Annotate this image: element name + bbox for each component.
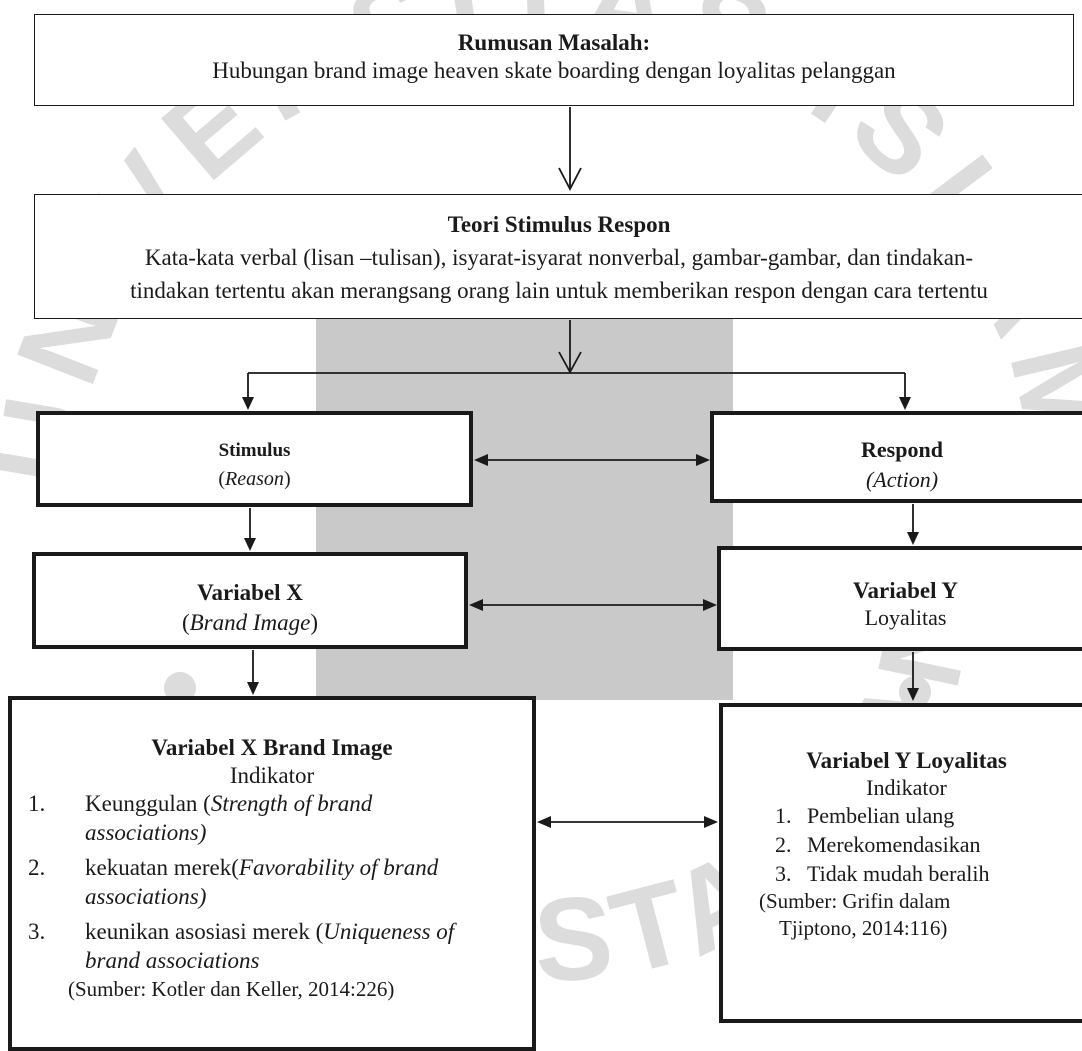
arrowhead-y (907, 532, 919, 545)
respond-title: Respond (861, 437, 943, 462)
arrowhead-detail-left (537, 816, 551, 828)
variabel-x-subtitle: (Brand Image) (181, 610, 319, 635)
variabel-y-title: Variabel Y (853, 578, 958, 603)
variabel-y-detail-box: Variabel Y Loyalitas Indikator 1. Pembel… (719, 703, 1082, 1023)
arrowhead-respond (899, 397, 911, 410)
x-indicator-3: 3. keunikan asosiasi merek (Uniqueness o… (28, 919, 455, 973)
y-indicator-3: 3. Tidak mudah beralih (775, 861, 990, 886)
arrowhead-stimulus (242, 397, 254, 410)
theory-line-1: Kata-kata verbal (lisan –tulisan), isyar… (144, 245, 974, 270)
respond-box: Respond (Action) (710, 411, 1082, 503)
variabel-x-box: Variabel X (Brand Image) (32, 552, 468, 649)
problem-box: Rumusan Masalah: Hubungan brand image he… (34, 14, 1074, 106)
y-indicator-2: 2. Merekomendasikan (775, 832, 981, 857)
variabel-x-detail-box: Variabel X Brand Image Indikator 1. Keun… (8, 696, 536, 1051)
arrowhead-x-detail (247, 682, 259, 695)
problem-text: Hubungan brand image heaven skate boardi… (212, 58, 896, 83)
y-detail-title: Variabel Y Loyalitas (806, 748, 1007, 773)
arrowhead-detail-right (704, 816, 718, 828)
x-indicator-list: 1. Keunggulan (Strength of brand associa… (12, 789, 532, 975)
variabel-x-title: Variabel X (197, 580, 303, 605)
arrowhead-problem-to-theory (558, 167, 582, 191)
stimulus-title: Stimulus (218, 440, 291, 461)
x-detail-title: Variabel X Brand Image (151, 735, 393, 760)
stimulus-box: Stimulus (Reason) (36, 411, 473, 507)
theory-line-2: tindakan tertentu akan merangsang orang … (130, 278, 988, 303)
y-detail-subtitle: Indikator (866, 775, 947, 800)
variabel-y-subtitle: Loyalitas (864, 605, 947, 630)
respond-subtitle: (Action) (865, 467, 939, 492)
x-indicator-2: 2. kekuatan merek(Favorability of brand … (28, 855, 439, 909)
x-indicator-1: 1. Keunggulan (Strength of brand associa… (28, 791, 373, 845)
y-detail-source-1: (Sumber: Grifin dalam (759, 889, 951, 913)
arrowhead-x (244, 538, 256, 551)
y-indicator-list: 1. Pembelian ulang 2. Merekomendasikan 3… (723, 801, 1082, 888)
x-detail-source: (Sumber: Kotler dan Keller, 2014:226) (68, 977, 395, 1001)
y-indicator-1: 1. Pembelian ulang (775, 803, 955, 828)
theory-title: Teori Stimulus Respon (447, 212, 671, 237)
y-detail-source-2: Tjiptono, 2014:116) (779, 916, 948, 940)
variabel-y-box: Variabel Y Loyalitas (717, 546, 1082, 651)
x-detail-subtitle: Indikator (229, 763, 315, 788)
stimulus-subtitle: (Reason) (218, 468, 291, 490)
problem-title: Rumusan Masalah: (457, 30, 651, 55)
arrowhead-y-detail (907, 688, 919, 701)
theory-box: Teori Stimulus Respon Kata-kata verbal (… (34, 194, 1082, 319)
